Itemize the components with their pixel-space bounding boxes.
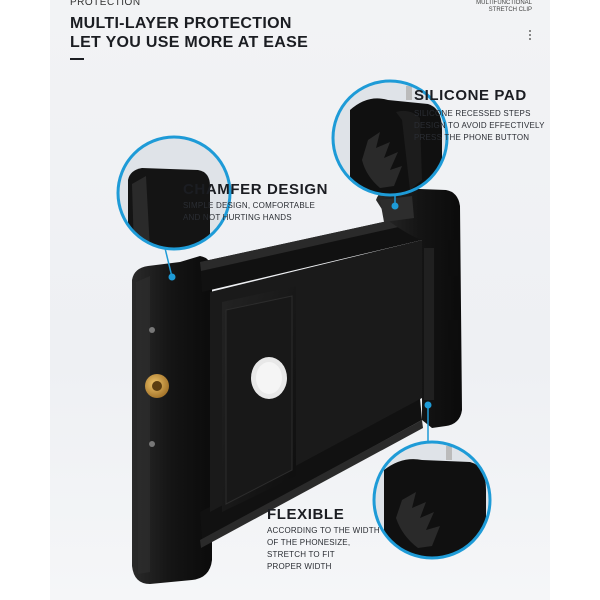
silicone-line-1: SILICONE RECESSED STEPS <box>414 109 531 118</box>
screw-top <box>149 327 155 333</box>
flexible-line-1: ACCORDING TO THE WIDTH <box>267 526 380 535</box>
screw-bottom <box>149 441 155 447</box>
more-vertical-icon[interactable] <box>528 28 532 42</box>
flexible-line-2: OF THE PHONESIZE, <box>267 538 351 547</box>
flexible-description: ACCORDING TO THE WIDTH OF THE PHONESIZE,… <box>267 525 380 573</box>
product-panel: PROTECTION MULTI-LAYER PROTECTION LET YO… <box>50 0 550 600</box>
flexible-line-3: STRETCH TO FIT <box>267 550 335 559</box>
chamfer-title: CHAMFER DESIGN <box>183 181 329 198</box>
flexible-line-4: PROPER WIDTH <box>267 562 332 571</box>
corner-caption-line-2: STRETCH CLIP <box>488 7 532 13</box>
tripod-mount-insert <box>145 374 169 398</box>
clip-right-block <box>376 188 462 428</box>
headline-line-1: MULTI-LAYER PROTECTION <box>70 15 292 32</box>
back-plate <box>210 240 422 512</box>
section-label: PROTECTION <box>70 0 141 8</box>
flexible-callout: FLEXIBLE ACCORDING TO THE WIDTH OF THE P… <box>267 506 380 573</box>
silicone-pad-zoom <box>331 79 449 197</box>
corner-caption-line-1: MULTIFUNCTIONAL <box>476 0 532 6</box>
clip-bottom-rail <box>200 398 423 548</box>
flexible-marker <box>424 401 432 409</box>
headline-underline <box>70 58 84 60</box>
chamfer-line-1: SIMPLE DESIGN, COMFORTABLE <box>183 201 316 210</box>
clip-top-rail <box>200 214 422 292</box>
silicone-line-3: PRESS THE PHONE BUTTON <box>414 133 530 142</box>
phone-clip-illustration <box>116 79 492 584</box>
chamfer-zoom <box>116 135 232 251</box>
silicone-pad-title: SILICONE PAD <box>414 87 527 104</box>
flexible-title: FLEXIBLE <box>267 506 345 523</box>
clip-left-block <box>132 256 212 584</box>
silicone-pad-callout: SILICONE PAD SILICONE RECESSED STEPS DES… <box>414 87 545 144</box>
chamfer-line-2: AND NOT HURTING HANDS <box>183 213 292 222</box>
silicone-line-2: DESIGN TO AVOID EFFECTIVELY <box>414 121 545 130</box>
silicone-pad-description: SILICONE RECESSED STEPS DESIGN TO AVOID … <box>414 108 545 144</box>
chamfer-description: SIMPLE DESIGN, COMFORTABLE AND NOT HURTI… <box>183 200 328 224</box>
page-headline: MULTI-LAYER PROTECTION LET YOU USE MORE … <box>70 14 308 52</box>
corner-caption: MULTIFUNCTIONAL STRETCH CLIP <box>476 0 532 14</box>
headline-line-2: LET YOU USE MORE AT EASE <box>70 34 309 51</box>
chamfer-callout: CHAMFER DESIGN SIMPLE DESIGN, COMFORTABL… <box>183 181 328 224</box>
flexible-zoom <box>372 440 492 560</box>
